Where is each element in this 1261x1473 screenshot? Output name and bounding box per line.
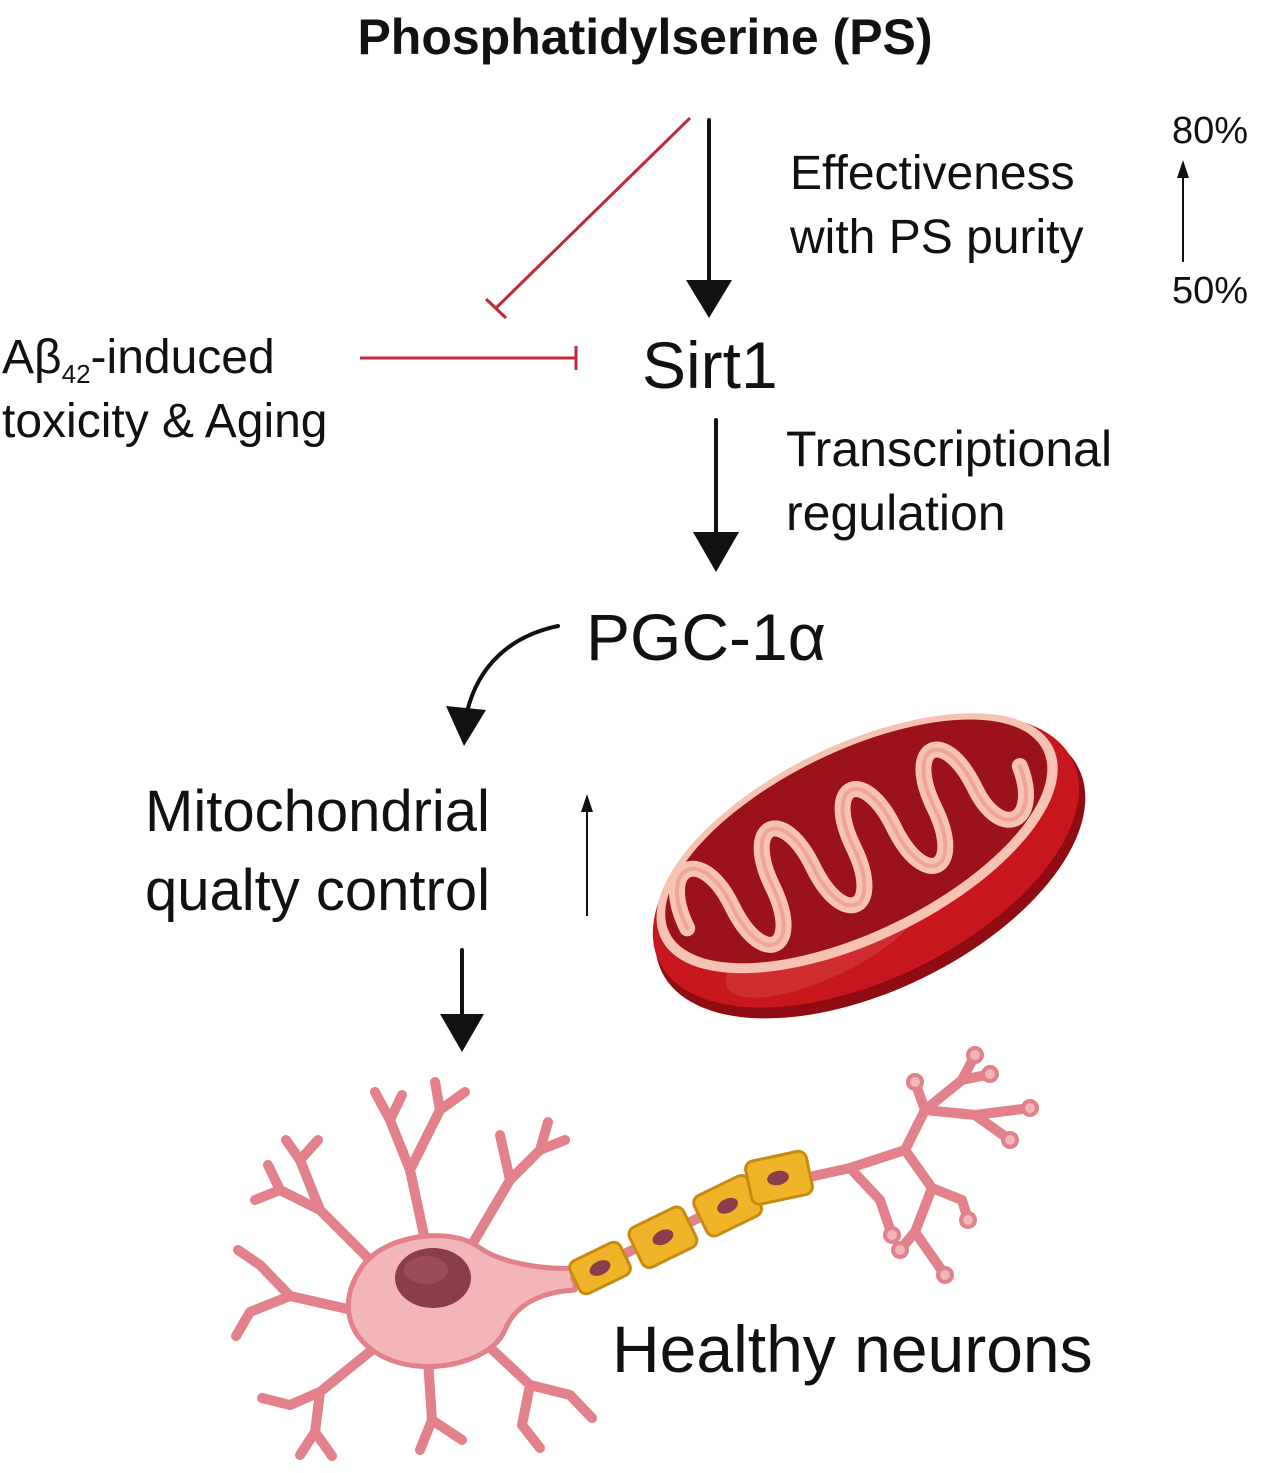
- transcription-label-line2: regulation: [786, 485, 1006, 541]
- abeta-label-line2: toxicity & Aging: [2, 395, 328, 448]
- arrow-sirt1-to-pgc1a: [693, 418, 739, 572]
- neuron-soma: [345, 1233, 578, 1369]
- myelin-sheath: [568, 1174, 764, 1296]
- purity-up-arrow: [1177, 160, 1189, 262]
- arrow-pgc1a-to-mito-qc: [446, 624, 560, 746]
- purity-high-label: 80%: [1172, 110, 1249, 152]
- effectiveness-label-line1: Effectiveness: [790, 147, 1075, 200]
- inhibition-layer: [360, 116, 692, 370]
- abeta-suffix: -induced: [90, 331, 275, 384]
- inhibition-ps-to-abeta: [484, 116, 692, 320]
- sirt1-node: Sirt1: [642, 328, 778, 402]
- arrow-ps-to-sirt1: [686, 118, 732, 318]
- mitochondrion-illustration: [652, 713, 1086, 1019]
- pgc1a-node: PGC-1α: [586, 600, 826, 674]
- mito-qc-label-line1: Mitochondrial: [145, 779, 490, 844]
- healthy-neurons-label: Healthy neurons: [612, 1312, 1093, 1386]
- abeta-label-line1: Aβ42-induced: [2, 331, 275, 388]
- effectiveness-label-line2: with PS purity: [790, 211, 1084, 264]
- mito-qc-label-line2: qualty control: [145, 858, 490, 923]
- arrows-layer: [440, 118, 739, 1052]
- myelin-sheath-2: [744, 1149, 814, 1206]
- arrow-mito-qc-to-neurons: [440, 948, 484, 1052]
- purity-low-label: 50%: [1172, 270, 1249, 312]
- neuron-dendrites: [231, 1077, 597, 1461]
- transcription-label-line1: Transcriptional: [786, 421, 1113, 477]
- mito-qc-up-arrow: [581, 794, 593, 916]
- diagram-title: Phosphatidylserine (PS): [357, 9, 933, 65]
- inhibition-abeta-to-sirt1: [360, 346, 578, 370]
- neuron-terminals: [883, 1046, 1039, 1284]
- abeta-subscript: 42: [61, 359, 91, 389]
- abeta-prefix: Aβ: [2, 331, 62, 384]
- neuron-illustration: [231, 1046, 1039, 1461]
